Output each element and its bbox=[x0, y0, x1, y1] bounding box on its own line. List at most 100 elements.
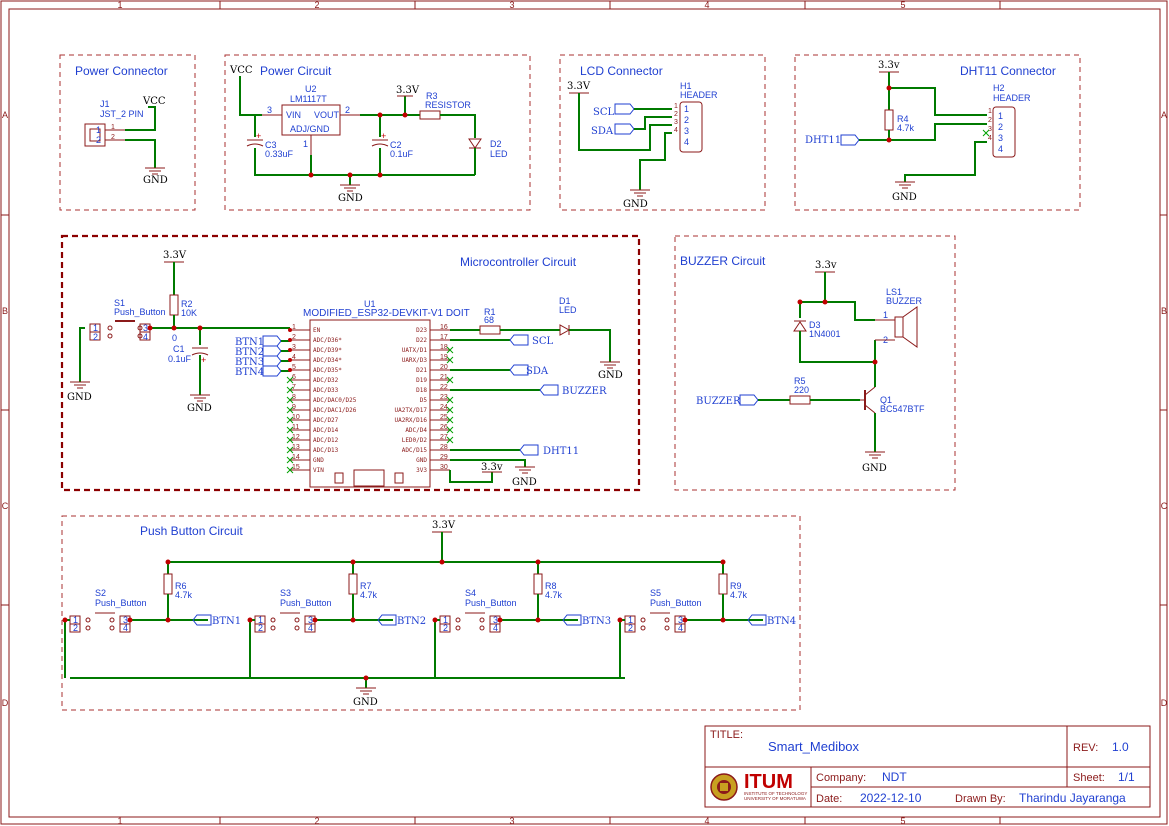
h1-value: HEADER bbox=[680, 90, 718, 100]
s1-value: Push_Button bbox=[114, 307, 166, 317]
rev-label: REV: bbox=[1073, 742, 1098, 754]
lcd-connector-box bbox=[559, 54, 766, 211]
pb-gnd-label: GND bbox=[353, 697, 378, 708]
ls1-ref: LS1 bbox=[886, 287, 902, 297]
svg-text:2: 2 bbox=[674, 111, 678, 118]
svg-text:3: 3 bbox=[998, 133, 1003, 143]
col-label-4b: 4 bbox=[704, 816, 709, 826]
svg-text:1: 1 bbox=[96, 125, 101, 135]
pc-33v-label: 3.3V bbox=[396, 85, 420, 96]
mcu-gnd3-label: GND bbox=[512, 477, 537, 488]
mcu-gnd4-label: GND bbox=[598, 370, 623, 381]
u1-left-pin-number: 6 bbox=[292, 374, 296, 381]
u1-right-pin-number: 30 bbox=[440, 464, 448, 471]
d1-led-symbol bbox=[559, 324, 571, 336]
r3-ref: R3 bbox=[426, 91, 438, 101]
h2-header bbox=[992, 106, 1016, 158]
u1-left-pin-number: 1 bbox=[292, 324, 296, 331]
u1-right-pin-label: 3V3 bbox=[416, 467, 427, 474]
svg-text:1: 1 bbox=[628, 615, 633, 625]
u1-right-pin-number: 23 bbox=[440, 394, 448, 401]
mcu-buzzer-label: BUZZER bbox=[562, 386, 607, 397]
u1-right-pin-label: D23 bbox=[416, 327, 427, 334]
col-label-1b: 1 bbox=[117, 816, 122, 826]
d2-led-symbol bbox=[468, 138, 482, 149]
drawn-by-label: Drawn By: bbox=[955, 793, 1006, 805]
u2-vin: VIN bbox=[286, 110, 301, 120]
row-label-d-r: D bbox=[1161, 698, 1168, 708]
svg-text:1: 1 bbox=[111, 124, 115, 131]
bz-net-label: BUZZER bbox=[696, 396, 741, 407]
svg-text:3: 3 bbox=[674, 119, 678, 126]
r4-value: 4.7k bbox=[897, 123, 915, 133]
push-button-box bbox=[61, 515, 801, 711]
d1-value: LED bbox=[559, 305, 577, 315]
r2-resistor bbox=[169, 294, 179, 316]
h1-ref: H1 bbox=[680, 81, 692, 91]
svg-text:2: 2 bbox=[258, 623, 263, 633]
logo-sub1: INSTITUTE OF TECHNOLOGY bbox=[744, 791, 807, 796]
row-label-c-r: C bbox=[1161, 501, 1168, 511]
dht-33v-label: 3.3v bbox=[878, 60, 900, 71]
mcu-sda-label: SDA bbox=[526, 366, 549, 377]
col-label-4: 4 bbox=[704, 0, 709, 10]
pullup-resistor bbox=[533, 573, 543, 595]
switch-value: Push_Button bbox=[95, 598, 147, 608]
mcu-gnd2-label: GND bbox=[187, 403, 212, 414]
u1-left-pin-number: 9 bbox=[292, 404, 296, 411]
switch-ref: S2 bbox=[95, 588, 106, 598]
section-title-push-button: Push Button Circuit bbox=[140, 524, 243, 538]
svg-text:1: 1 bbox=[998, 111, 1003, 121]
date-value: 2022-12-10 bbox=[860, 791, 922, 805]
svg-text:3: 3 bbox=[988, 126, 992, 133]
svg-text:4: 4 bbox=[674, 127, 678, 134]
u1-right-pin-label: D19 bbox=[416, 377, 427, 384]
sheet-value: 1/1 bbox=[1118, 770, 1135, 784]
u1-right-pin-number: 24 bbox=[440, 404, 448, 411]
lcd-sda-label: SDA bbox=[591, 126, 614, 137]
resistor-value: 4.7k bbox=[545, 590, 563, 600]
mcu-dht11-label: DHT11 bbox=[543, 446, 579, 457]
u1-value: MODIFIED_ESP32-DEVKIT-V1 DOIT bbox=[303, 308, 470, 319]
u1-ref: U1 bbox=[364, 299, 376, 309]
r4-ref: R4 bbox=[897, 114, 909, 124]
u1-right-pin-label: D5 bbox=[420, 397, 428, 404]
c1-ref: C1 bbox=[173, 344, 185, 354]
svg-text:3: 3 bbox=[267, 105, 272, 115]
u1-left-pin-label: ADC/D14 bbox=[313, 427, 339, 434]
power-connector-box bbox=[59, 54, 196, 211]
c1-value: 0.1uF bbox=[168, 354, 192, 364]
u1-left-pin-number: 14 bbox=[292, 454, 300, 461]
u1-left-pin-label: GND bbox=[313, 457, 324, 464]
svg-text:4: 4 bbox=[123, 623, 128, 633]
company-value: NDT bbox=[882, 770, 907, 784]
section-title-dht11: DHT11 Connector bbox=[960, 64, 1056, 78]
bz-33v-label: 3.3v bbox=[815, 260, 837, 271]
u1-left-pin-number: 5 bbox=[292, 364, 296, 371]
u1-left-pin-number: 13 bbox=[292, 444, 300, 451]
svg-text:2: 2 bbox=[988, 117, 992, 124]
resistor-value: 4.7k bbox=[360, 590, 378, 600]
title-value: Smart_Medibox bbox=[768, 739, 860, 754]
u2-vout: VOUT bbox=[314, 110, 340, 120]
u1-right-pin-label: ADC/D4 bbox=[405, 427, 427, 434]
svg-text:2: 2 bbox=[96, 135, 101, 145]
u1-left-pin-label: ADC/DAC1/D26 bbox=[313, 407, 357, 414]
u1-left-pin-number: 4 bbox=[292, 354, 296, 361]
r3-resistor bbox=[419, 110, 441, 120]
resistor-value: 4.7k bbox=[175, 590, 193, 600]
pc-gnd-label: GND bbox=[338, 193, 363, 204]
r4-resistor bbox=[884, 109, 894, 131]
u1-left-pin-label: ADC/D12 bbox=[313, 437, 339, 444]
r2-ref: R2 bbox=[181, 299, 193, 309]
u1-left-pin-label: ADC/D36* bbox=[313, 337, 342, 344]
u1-left-pins: EN1ADC/D36*2ADC/D39*3ADC/D34*4ADC/D35*5A… bbox=[286, 324, 357, 474]
pullup-resistor bbox=[163, 573, 173, 595]
u2-ref: U2 bbox=[305, 84, 317, 94]
svg-text:1: 1 bbox=[674, 103, 678, 110]
u1-right-pin-label: D22 bbox=[416, 337, 427, 344]
